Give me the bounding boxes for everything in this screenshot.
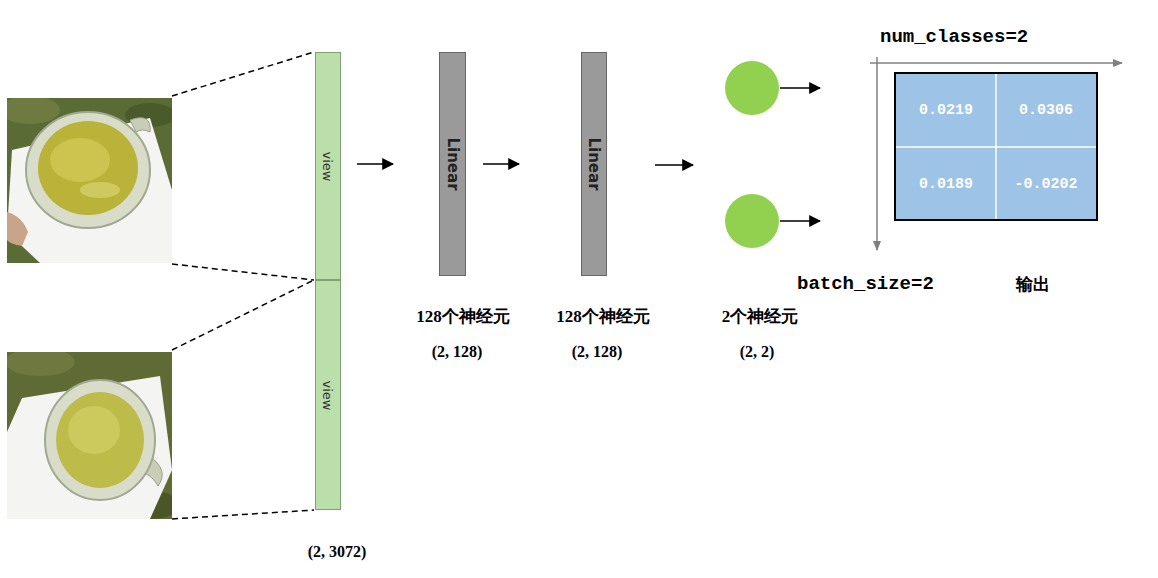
layer-name: Linear (444, 137, 462, 190)
layer-name: Linear (585, 137, 603, 190)
layer-name: view (321, 151, 336, 181)
neuron-count: 128个神经元 (416, 305, 510, 328)
flow-arrow (483, 163, 519, 165)
shape-label: (2, 128) (572, 343, 623, 361)
linear-layer: Linear (439, 52, 466, 276)
axis-label: batch_size=2 (797, 273, 934, 295)
neuron-count: 2个神经元 (722, 305, 799, 328)
table-cell: -0.0202 (1014, 176, 1077, 193)
shape-label: (2, 2) (740, 343, 775, 361)
table-cell: 0.0306 (1019, 102, 1073, 119)
leader-lines (172, 52, 314, 519)
view-band: view (315, 52, 341, 280)
axis-label: num_classes=2 (880, 26, 1028, 48)
view-band: view (315, 280, 341, 510)
output-label: 输出 (1016, 273, 1050, 296)
flow-arrow (357, 163, 393, 165)
photo-top (7, 98, 172, 263)
neuron-count: 128个神经元 (556, 305, 650, 328)
shape-label: (2, 128) (432, 343, 483, 361)
layer-name: view (321, 380, 336, 410)
output-matrix (870, 57, 1122, 250)
table-cell: 0.0189 (919, 176, 973, 193)
shape-label: (2, 3072) (308, 543, 367, 561)
photo-bottom (7, 352, 172, 519)
output-neurons (655, 61, 820, 248)
table-cell: 0.0219 (919, 102, 973, 119)
linear-layer: Linear (581, 52, 607, 276)
